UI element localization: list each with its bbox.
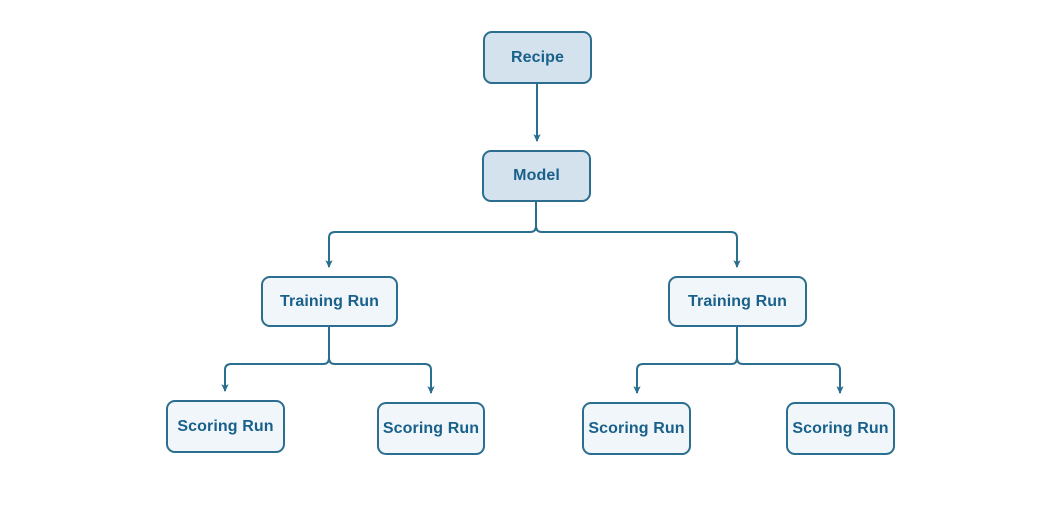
node-scoring-run-3[interactable]: Scoring Run xyxy=(582,402,691,455)
node-recipe[interactable]: Recipe xyxy=(483,31,592,84)
edge-training-run-2-scoring-run-4 xyxy=(736,327,844,394)
node-scoring-run-3-label: Scoring Run xyxy=(588,419,685,437)
node-scoring-run-4-label: Scoring Run xyxy=(792,419,889,437)
node-scoring-run-2-label: Scoring Run xyxy=(382,419,480,437)
node-scoring-run-1-label: Scoring Run xyxy=(177,417,274,435)
node-scoring-run-1[interactable]: Scoring Run xyxy=(166,400,285,453)
node-recipe-label: Recipe xyxy=(510,48,565,66)
node-model[interactable]: Model xyxy=(482,150,591,202)
node-scoring-run-2[interactable]: Scoring Run xyxy=(377,402,485,455)
edge-training-run-1-scoring-run-1 xyxy=(221,327,330,392)
edge-training-run-2-scoring-run-3 xyxy=(633,327,738,394)
edge-training-run-1-scoring-run-2 xyxy=(328,327,435,394)
node-training-run-1-label: Training Run xyxy=(280,292,379,310)
node-scoring-run-4[interactable]: Scoring Run xyxy=(786,402,895,455)
node-model-label: Model xyxy=(513,167,560,184)
node-training-run-2-label: Training Run xyxy=(688,292,787,310)
node-training-run-2[interactable]: Training Run xyxy=(668,276,807,327)
edge-model-training-run-1 xyxy=(325,202,537,268)
edge-model-training-run-2 xyxy=(535,202,741,268)
node-training-run-1[interactable]: Training Run xyxy=(261,276,398,327)
